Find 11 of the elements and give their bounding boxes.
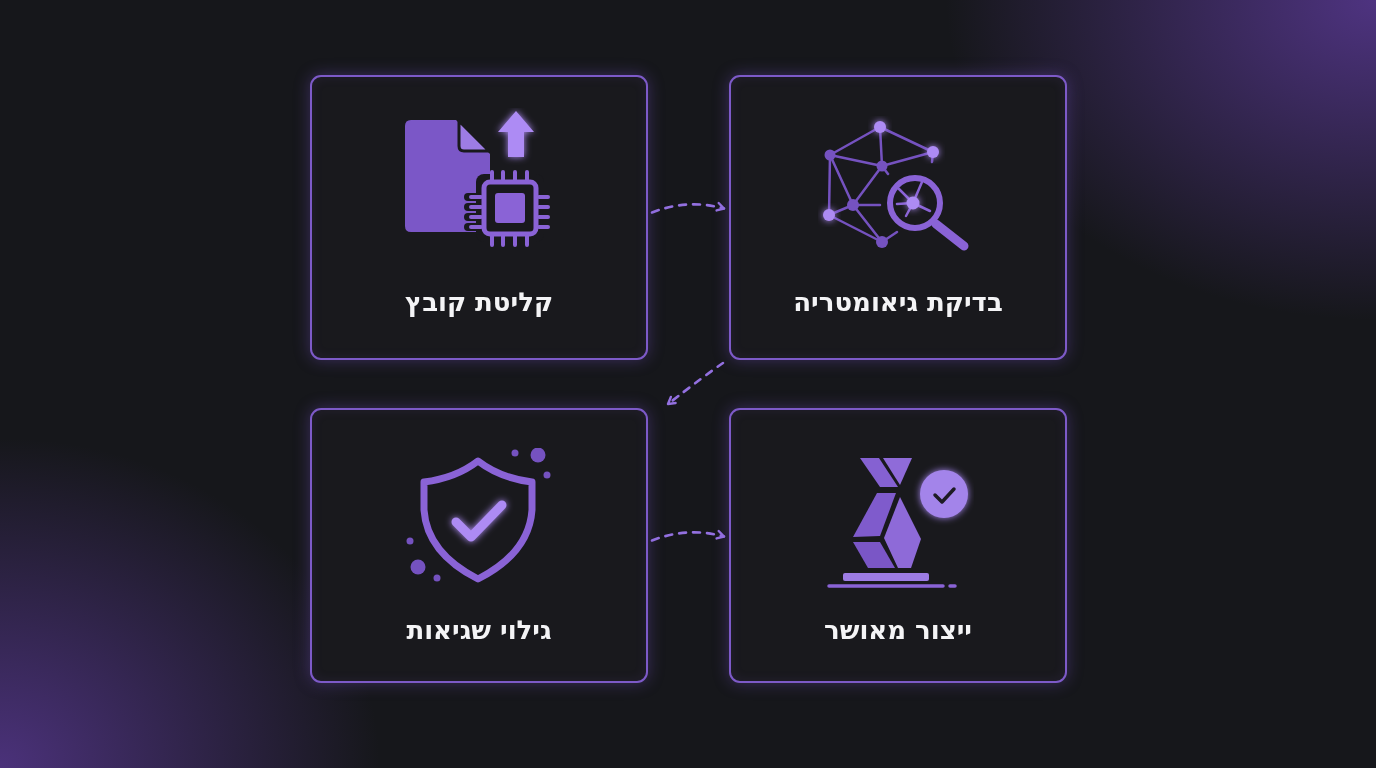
step-card <box>310 75 648 360</box>
dashed-arrow <box>650 201 726 214</box>
dashed-arrow <box>650 529 726 542</box>
step-card <box>729 408 1067 683</box>
step-card <box>729 75 1067 360</box>
step-title: קליטת קובץ <box>404 286 554 318</box>
step-title: ייצור מאושר <box>824 614 972 646</box>
step-title: בדיקת גיאומטריה <box>793 286 1003 318</box>
step-card <box>310 408 648 683</box>
step-title: גילוי שגיאות <box>406 614 552 646</box>
dashed-arrow <box>666 361 725 406</box>
